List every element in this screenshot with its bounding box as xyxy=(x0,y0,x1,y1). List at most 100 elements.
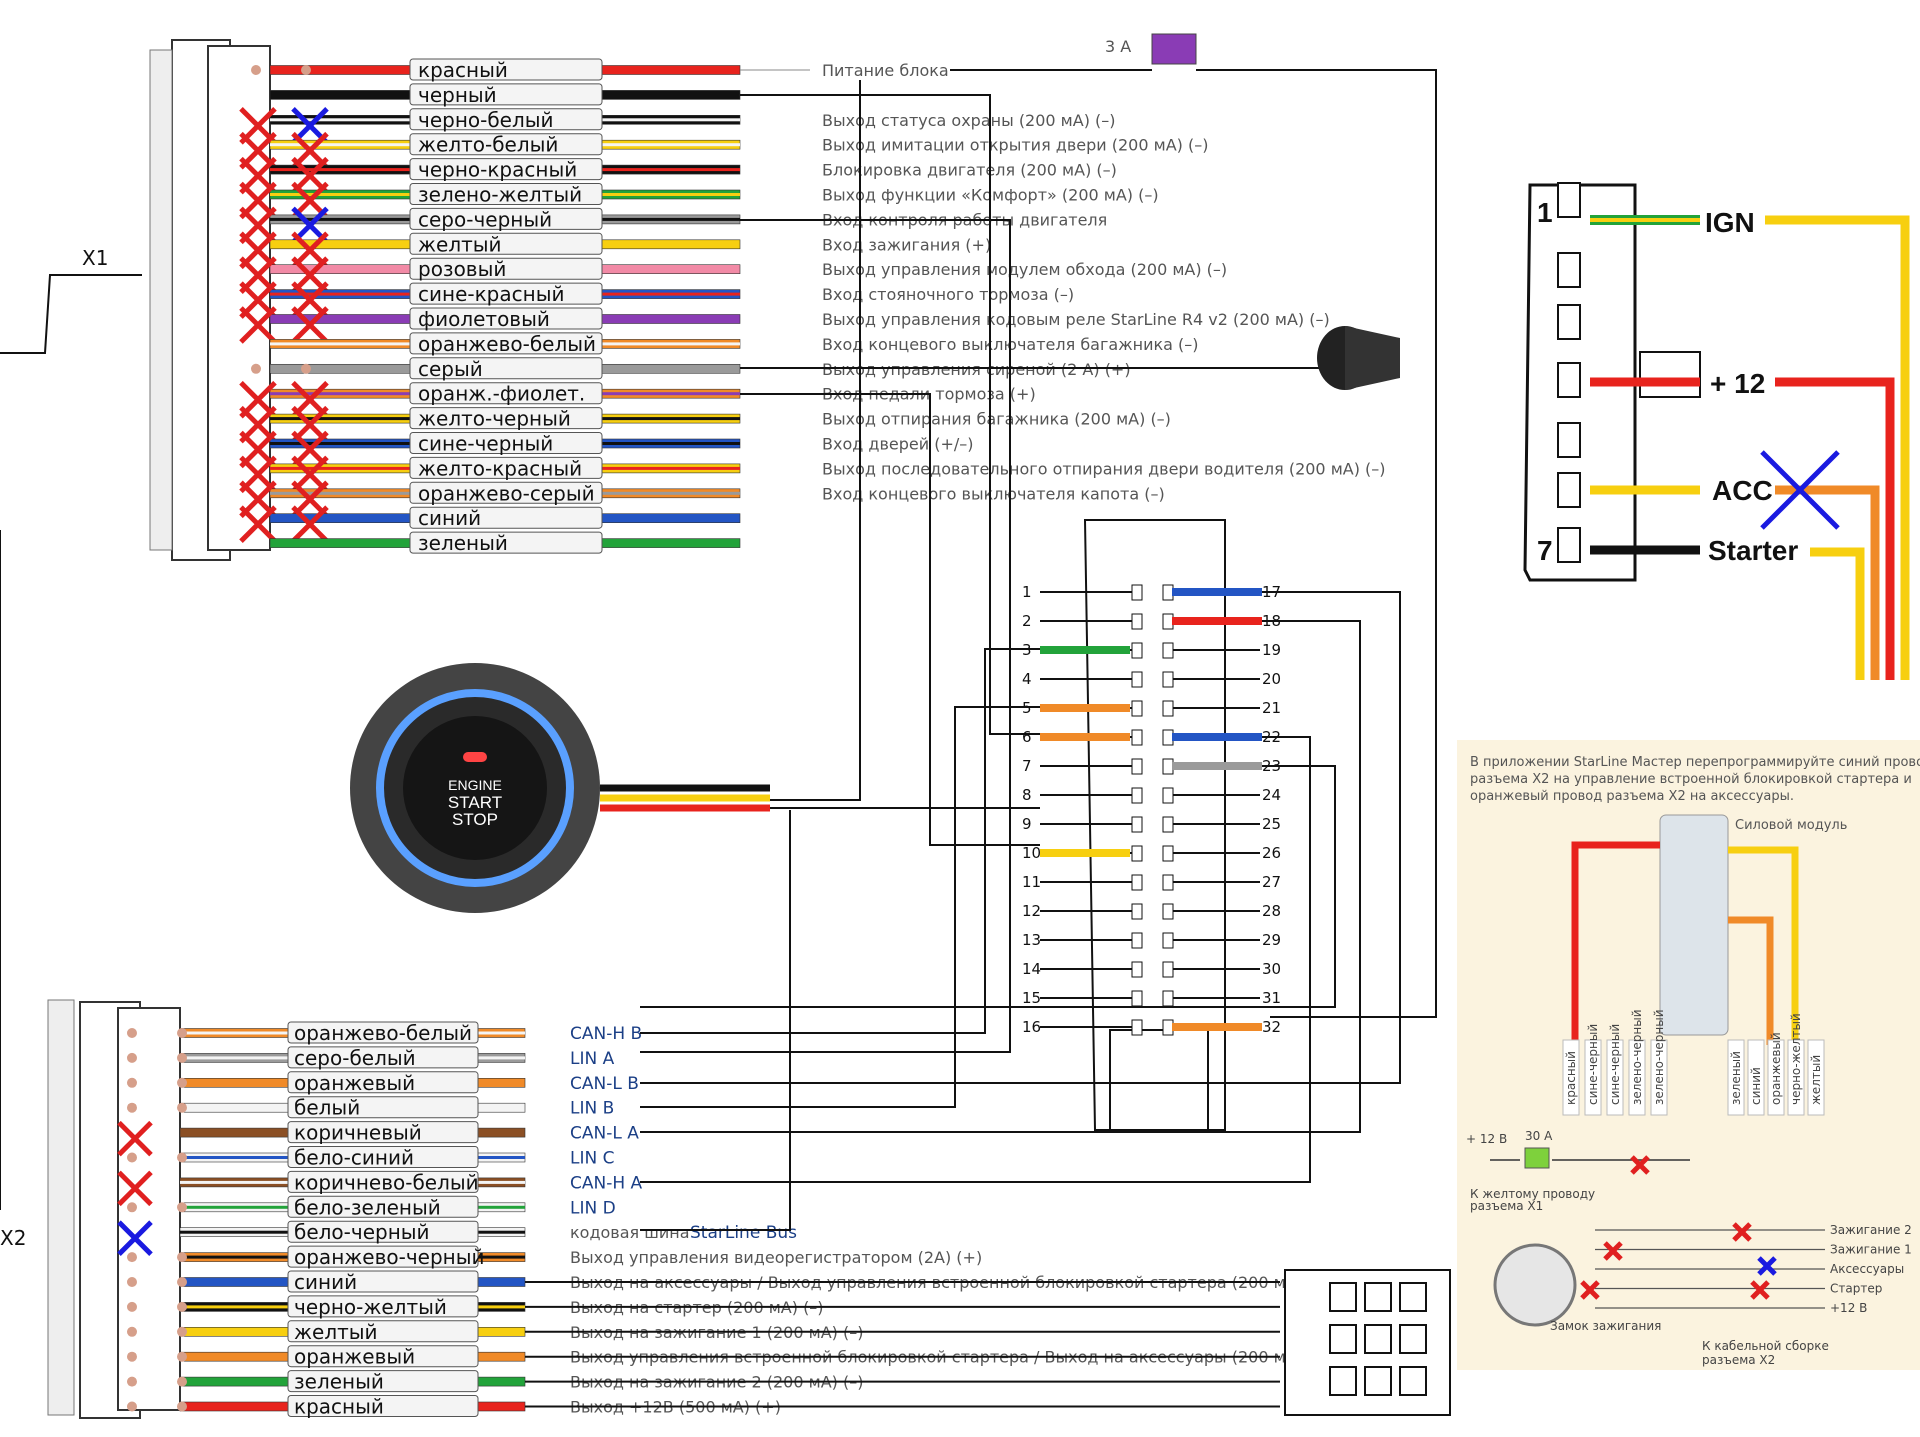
pin-dot xyxy=(177,1202,187,1213)
obd-pin xyxy=(1131,845,1143,862)
obd-pin xyxy=(1162,700,1174,717)
x1-wire-name: сине-черный xyxy=(418,432,553,456)
inset-wire-right: желтый xyxy=(1809,1055,1823,1105)
obd-pin-number: 22 xyxy=(1262,728,1281,746)
pin-dot xyxy=(177,1326,187,1337)
inset-plus12: + 12 В xyxy=(1466,1132,1507,1146)
wire-label-box xyxy=(287,1146,479,1168)
wire-label-box xyxy=(287,1270,479,1293)
six-pin-cell xyxy=(1329,1282,1357,1312)
pin-dot xyxy=(177,1052,187,1063)
x1-lead xyxy=(0,274,142,354)
x2-wire-name: белый xyxy=(294,1096,360,1120)
obd-pin xyxy=(1131,903,1143,920)
inset-wire-tag xyxy=(1606,1039,1624,1116)
six-pin-cell xyxy=(1399,1282,1427,1312)
obd-pin xyxy=(1131,700,1143,717)
inset-wire-tag xyxy=(1787,1039,1805,1116)
inset-note-line: оранжевый провод разъема X2 на аксессуар… xyxy=(1470,789,1794,804)
obd-pin xyxy=(1162,787,1174,804)
inset-to-yellow2: разъема X1 xyxy=(1470,1199,1543,1213)
x2-wire-desc: LIN B xyxy=(570,1099,614,1119)
inset-wire-right: черно-желтый xyxy=(1789,1013,1803,1105)
obd-pin-wire xyxy=(1040,646,1130,654)
wire-label-box xyxy=(287,1071,479,1094)
route-line xyxy=(640,620,1361,1133)
pin-dot xyxy=(127,1351,137,1362)
obd-pin xyxy=(1162,816,1174,833)
obd-pin xyxy=(1131,787,1143,804)
obd-pin-number: 12 xyxy=(1022,902,1041,920)
inset-wire-right: зеленый xyxy=(1729,1051,1743,1105)
obd-pin-number: 24 xyxy=(1262,786,1281,804)
pin-dot xyxy=(127,1277,137,1287)
wire-label-box xyxy=(409,183,603,205)
inset-to-yellow: К желтому проводу xyxy=(1470,1187,1595,1201)
ign-pin xyxy=(1557,472,1581,508)
wire-label-box xyxy=(409,432,603,454)
starter-label: Starter xyxy=(1708,535,1798,566)
obd-pin-number: 30 xyxy=(1262,960,1281,978)
obd-pin-number: 11 xyxy=(1022,873,1041,891)
wire-label-box xyxy=(409,282,603,305)
ign-pin1: 1 xyxy=(1537,197,1553,228)
x1-wire-name: фиолетовый xyxy=(418,307,550,331)
pin-dot xyxy=(177,1102,187,1113)
obd-pin-wire xyxy=(1040,733,1130,741)
x1-wire-desc: Выход имитации открытия двери (200 мА) (… xyxy=(822,136,1208,155)
button-text2: START xyxy=(448,793,502,812)
pin-dot xyxy=(127,1102,137,1113)
wire-label-box xyxy=(409,257,603,280)
inset-wire-tag xyxy=(1747,1039,1765,1116)
x1-wire-name: оранж.-фиолет. xyxy=(418,382,585,406)
x1-wire-name: розовый xyxy=(418,257,506,281)
x2-wire-desc: CAN-L A xyxy=(570,1124,639,1144)
acc-wire xyxy=(1775,485,1880,680)
pin-dot xyxy=(177,1376,187,1387)
inset-to-x2: К кабельной сборке xyxy=(1702,1339,1829,1353)
wire-label-box xyxy=(409,158,603,181)
x1-wire-name: черный xyxy=(418,83,497,107)
inset-fuse-label: 30 А xyxy=(1525,1129,1553,1143)
wire-label-box xyxy=(409,481,603,504)
ign-pin xyxy=(1557,527,1581,563)
obd-lower xyxy=(1109,1029,1209,1131)
pin-dot xyxy=(127,1152,137,1163)
x-mark xyxy=(1760,450,1840,530)
inset-note-line: В приложении StarLine Мастер перепрограм… xyxy=(1470,755,1920,770)
x2-wire-name: желтый xyxy=(294,1320,378,1344)
pin-dot xyxy=(177,1277,187,1287)
pin-dot xyxy=(127,1028,137,1038)
x1-wire-name: серо-черный xyxy=(418,207,552,231)
x1-wire-desc: Блокировка двигателя (200 мА) (–) xyxy=(822,161,1117,180)
ignition-lock-icon xyxy=(1493,1243,1577,1327)
inset-wire-right: синий xyxy=(1749,1067,1763,1105)
six-pin-cell xyxy=(1399,1366,1427,1396)
x-mark xyxy=(239,306,277,344)
obd-pin xyxy=(1131,990,1143,1007)
obd-pin-number: 16 xyxy=(1022,1018,1041,1036)
obd-pin-number: 23 xyxy=(1262,757,1281,775)
obd-pin xyxy=(1162,729,1174,746)
x2-wire-name: коричневый xyxy=(294,1121,422,1145)
x2-wire-desc: LIN C xyxy=(570,1149,614,1169)
obd-pin-number: 3 xyxy=(1022,641,1032,659)
x2-wire-name: красный xyxy=(294,1395,384,1419)
six-pin-cell xyxy=(1364,1324,1392,1354)
wire-label-box xyxy=(287,1320,479,1343)
wire-label-box xyxy=(287,1195,479,1218)
obd-pin-number: 13 xyxy=(1022,931,1041,949)
x2-bus-name: StarLine Bus xyxy=(690,1223,797,1243)
wire-label-box xyxy=(287,1345,479,1368)
obd-pin-number: 15 xyxy=(1022,989,1041,1007)
x2-wire-name: серо-белый xyxy=(294,1046,416,1070)
obd-pin-number: 32 xyxy=(1262,1018,1281,1036)
x1-wire-name: черно-белый xyxy=(418,108,554,132)
ign-pin xyxy=(1557,304,1581,340)
power-module-label: Силовой модуль xyxy=(1735,818,1847,833)
inset-out-label: Аксессуары xyxy=(1830,1262,1904,1276)
obd-pin xyxy=(1162,671,1174,688)
obd-pin-number: 17 xyxy=(1262,583,1281,601)
inset-wire-tag xyxy=(1807,1039,1825,1116)
